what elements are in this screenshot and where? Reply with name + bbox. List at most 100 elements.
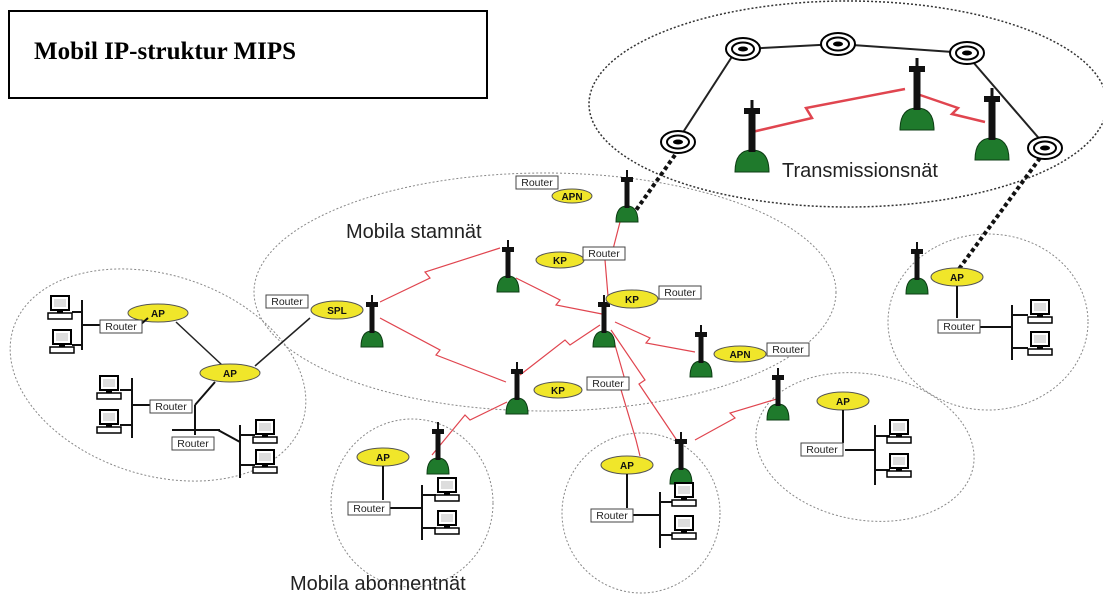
svg-text:Router: Router bbox=[105, 321, 137, 333]
core-label: Mobila stamnät bbox=[346, 221, 482, 243]
dotted-uplinks bbox=[632, 153, 1042, 275]
transmission-network-area bbox=[588, 0, 1103, 208]
computer-12 bbox=[671, 515, 697, 540]
access-tower-right bbox=[905, 241, 929, 295]
svg-text:Router: Router bbox=[521, 177, 553, 189]
svg-text:KP: KP bbox=[625, 295, 639, 306]
access-tower-bottom-3 bbox=[766, 367, 790, 421]
computer-10 bbox=[434, 510, 460, 535]
access-bottom-2-wiring bbox=[626, 474, 672, 548]
core-tower-kp-3 bbox=[505, 361, 529, 415]
ring-node-5 bbox=[1027, 136, 1063, 160]
access-bottom-3-wiring bbox=[842, 410, 890, 485]
computer-1 bbox=[47, 295, 73, 320]
router-right: Router bbox=[937, 319, 981, 334]
access-network-bottom-1 bbox=[330, 418, 494, 588]
node-ap-bottom-1: AP bbox=[356, 447, 410, 467]
svg-text:AP: AP bbox=[950, 273, 964, 284]
access-tower-bottom-1 bbox=[426, 421, 450, 475]
router-bottom-2: Router bbox=[590, 508, 634, 523]
core-network-area bbox=[253, 172, 837, 412]
node-kp-3: KP bbox=[533, 381, 583, 399]
access-right-wiring bbox=[956, 286, 1028, 360]
node-spl: SPL bbox=[310, 300, 364, 320]
svg-text:AP: AP bbox=[620, 461, 634, 472]
svg-text:Router: Router bbox=[353, 503, 385, 515]
svg-text:Router: Router bbox=[271, 296, 303, 308]
svg-text:Router: Router bbox=[588, 248, 620, 260]
diagram-title: Mobil IP-struktur MIPS bbox=[34, 38, 297, 65]
router-bottom-3: Router bbox=[800, 442, 844, 457]
router-bottom-1: Router bbox=[347, 501, 391, 516]
node-apn-2: APN bbox=[713, 345, 767, 363]
access-bottom-1-wiring bbox=[382, 466, 436, 540]
computer-11 bbox=[671, 482, 697, 507]
ring-node-4 bbox=[660, 130, 696, 154]
svg-text:APN: APN bbox=[561, 192, 582, 203]
router-apn-2: Router bbox=[766, 342, 810, 357]
svg-text:AP: AP bbox=[376, 453, 390, 464]
computer-9 bbox=[434, 477, 460, 502]
svg-text:Router: Router bbox=[596, 510, 628, 522]
svg-text:Router: Router bbox=[772, 344, 804, 356]
computer-4 bbox=[96, 409, 122, 434]
computer-8 bbox=[1027, 331, 1053, 356]
svg-text:Router: Router bbox=[592, 378, 624, 390]
node-apn-1: APN bbox=[551, 188, 593, 204]
computer-3 bbox=[96, 375, 122, 400]
transmission-label: Transmissionsnät bbox=[782, 160, 938, 182]
core-tower-apn-2 bbox=[689, 324, 713, 378]
transmission-tower-2 bbox=[899, 57, 935, 131]
node-ap-bottom-3: AP bbox=[816, 391, 870, 411]
access-tower-bottom-2 bbox=[669, 431, 693, 485]
computer-13 bbox=[886, 419, 912, 444]
computer-7 bbox=[1027, 299, 1053, 324]
access-label: Mobila abonnentnät bbox=[290, 573, 466, 595]
svg-text:Router: Router bbox=[155, 401, 187, 413]
core-tower-spl bbox=[360, 294, 384, 348]
router-left-2: Router bbox=[149, 399, 193, 414]
svg-text:AP: AP bbox=[223, 369, 237, 380]
router-kp-3: Router bbox=[586, 376, 630, 391]
transmission-tower-1 bbox=[734, 99, 770, 173]
core-radio-links bbox=[379, 221, 781, 457]
node-ap-bottom-2: AP bbox=[600, 455, 654, 475]
svg-text:KP: KP bbox=[551, 386, 565, 397]
svg-text:Router: Router bbox=[177, 438, 209, 450]
router-kp-2: Router bbox=[658, 285, 702, 300]
computer-14 bbox=[886, 453, 912, 478]
wired-links bbox=[175, 317, 311, 367]
svg-text:APN: APN bbox=[729, 350, 750, 361]
core-tower-apn bbox=[615, 169, 639, 223]
svg-text:Router: Router bbox=[664, 287, 696, 299]
node-ap-right: AP bbox=[930, 267, 984, 287]
node-ap-left-top: AP bbox=[127, 303, 189, 323]
access-network-bottom-2 bbox=[561, 432, 721, 594]
ring-node-3 bbox=[949, 41, 985, 65]
svg-text:AP: AP bbox=[836, 397, 850, 408]
svg-text:Router: Router bbox=[806, 444, 838, 456]
access-network-left bbox=[9, 268, 307, 482]
svg-text:KP: KP bbox=[553, 256, 567, 267]
computer-5 bbox=[252, 419, 278, 444]
access-network-right bbox=[887, 233, 1089, 411]
router-apn-1: Router bbox=[515, 175, 559, 190]
svg-text:SPL: SPL bbox=[327, 306, 346, 317]
router-left-1: Router bbox=[99, 319, 143, 334]
svg-text:AP: AP bbox=[151, 309, 165, 320]
ring-node-2 bbox=[820, 32, 856, 56]
router-kp-1: Router bbox=[582, 246, 626, 261]
svg-text:Router: Router bbox=[943, 321, 975, 333]
computer-2 bbox=[49, 329, 75, 354]
router-left-3: Router bbox=[171, 436, 215, 451]
computer-6 bbox=[252, 449, 278, 474]
node-ap-left-mid: AP bbox=[199, 363, 261, 383]
node-kp-1: KP bbox=[535, 251, 585, 269]
router-spl: Router bbox=[265, 294, 309, 309]
node-kp-2: KP bbox=[605, 289, 659, 309]
core-tower-kp-1 bbox=[496, 239, 520, 293]
ring-node-1 bbox=[725, 37, 761, 61]
title-box: Mobil IP-struktur MIPS bbox=[8, 10, 488, 99]
access-network-bottom-3 bbox=[755, 372, 975, 522]
